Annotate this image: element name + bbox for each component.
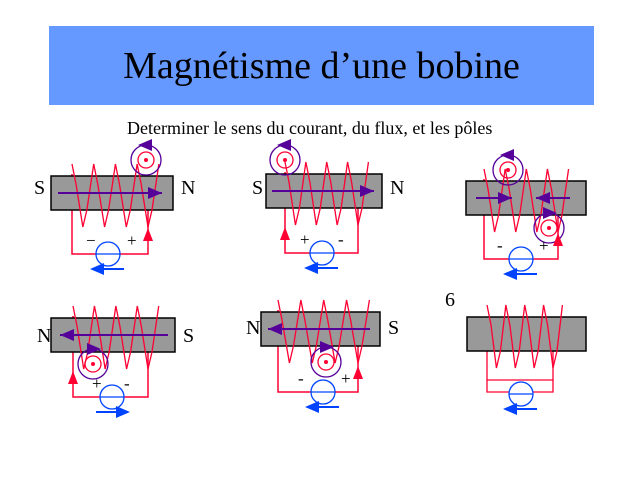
coil-winding	[486, 304, 564, 369]
plus-terminal-label: +	[300, 230, 310, 249]
current-dot-icon	[137, 151, 155, 169]
minus-terminal-label: -	[298, 369, 304, 388]
current-dot-icon	[499, 161, 517, 179]
pole-label-left: S	[34, 177, 45, 199]
pole-label-right: N	[390, 177, 404, 199]
coil-winding	[72, 305, 160, 370]
slide-title: Magnétisme d’une bobine	[123, 44, 520, 87]
flux-arrowhead	[148, 187, 162, 199]
minus-terminal-label: -	[338, 230, 344, 249]
field-arrow-icon	[500, 149, 514, 161]
source-arrowhead	[116, 406, 130, 418]
magnet-core	[466, 316, 587, 352]
source-arrowhead	[503, 403, 517, 415]
source-arrowhead	[304, 262, 318, 274]
current-dot-icon	[506, 168, 510, 172]
source-arrowhead	[305, 401, 319, 413]
minus-terminal-label: -	[124, 374, 130, 393]
flux-arrowhead	[268, 323, 282, 335]
minus-terminal-label: −	[86, 231, 96, 250]
exercise-number: 6	[445, 289, 455, 311]
plus-terminal-label: +	[341, 369, 351, 388]
current-dot-icon	[84, 355, 102, 373]
flux-arrowhead	[498, 192, 512, 204]
pole-label-left: S	[252, 177, 263, 199]
current-dot-icon	[283, 158, 287, 162]
current-dot-icon	[540, 219, 558, 237]
plus-terminal-label: +	[92, 374, 102, 393]
coil-winding	[277, 299, 371, 364]
source-arrowhead	[90, 263, 104, 275]
coil-panel-2: S N - +	[252, 139, 404, 274]
plus-terminal-label: +	[539, 236, 549, 255]
current-dot-icon	[276, 151, 294, 169]
current-dot-icon	[144, 158, 148, 162]
current-dot-icon	[324, 360, 328, 364]
minus-terminal-label: -	[497, 236, 503, 255]
coil-panel-3: -+	[465, 149, 587, 280]
current-arrow-icon	[280, 227, 290, 240]
coil-panel-6: 6	[445, 289, 587, 415]
flux-arrowhead	[60, 329, 74, 341]
title-banner: Magnétisme d’une bobine	[49, 26, 594, 105]
coil-panel-5: N S - +	[246, 299, 399, 413]
current-dot-icon	[317, 353, 335, 371]
current-arrow-icon	[143, 228, 153, 241]
field-arrow-icon	[87, 343, 101, 355]
pole-label-right: N	[181, 177, 195, 199]
pole-label-left: N	[37, 325, 51, 347]
flux-arrowhead	[536, 192, 550, 204]
flux-arrowhead	[360, 185, 374, 197]
field-arrow-icon	[277, 139, 291, 151]
coil-winding	[483, 168, 570, 233]
field-arrow-icon	[138, 139, 152, 151]
pole-label-right: S	[183, 325, 194, 347]
coil-winding	[284, 161, 370, 226]
current-arrow-icon	[553, 233, 563, 246]
pole-label-right: S	[388, 317, 399, 339]
coil-panel-1: S N − +	[34, 139, 195, 275]
field-arrow-icon	[543, 207, 557, 219]
source-arrowhead	[503, 268, 517, 280]
current-arrow-icon	[68, 371, 78, 384]
pole-label-left: N	[246, 317, 260, 339]
plus-terminal-label: +	[127, 231, 137, 250]
coil-winding	[71, 163, 160, 228]
instruction-text: Determiner le sens du courant, du flux, …	[127, 118, 493, 138]
current-arrow-icon	[353, 366, 363, 379]
current-dot-icon	[547, 226, 551, 230]
field-arrow-icon	[320, 341, 334, 353]
coil-panel-4: N S - +	[37, 305, 194, 418]
current-dot-icon	[91, 362, 95, 366]
